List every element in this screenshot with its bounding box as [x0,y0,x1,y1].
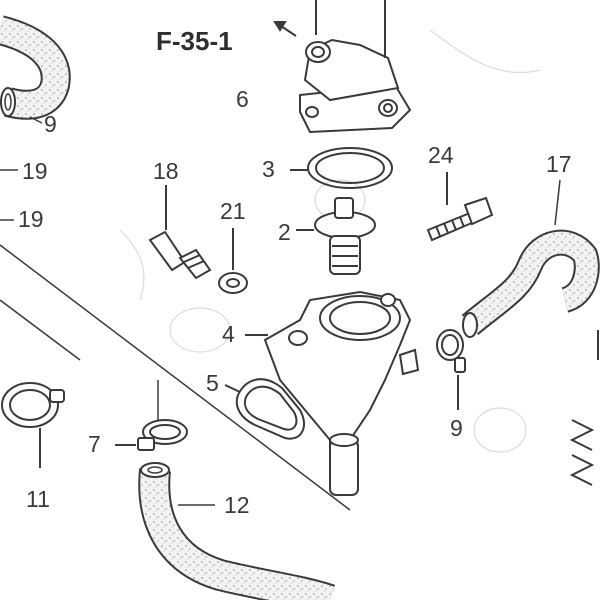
callout-11: 11 [26,486,50,512]
group-lines [0,169,351,511]
callout-21: 21 [220,198,246,224]
thermostat-housing-part-4 [245,290,420,496]
callout-5: 5 [206,370,219,396]
clamp-part-11 [1,382,65,468]
callout-9-right: 9 [450,415,463,441]
callout-7: 7 [88,431,101,457]
callout-17: 17 [546,151,572,177]
callout-4: 4 [222,321,235,347]
callout-2: 2 [278,219,291,245]
callout-24: 24 [428,142,454,168]
thermostat-cover-part-6 [273,0,412,134]
washer-part-21 [218,228,248,294]
right-edge-clips [569,330,599,486]
hose-top-left [0,15,71,124]
thermostat-part-2 [296,197,376,275]
sensor-part-18 [148,185,212,280]
callout-6: 6 [236,86,249,112]
clamp-part-9-right [436,329,466,410]
callout-3: 3 [262,156,275,182]
callout-19-a: 19 [22,158,48,184]
bolt-part-24 [426,172,494,242]
gasket-part-5 [224,378,305,440]
callout-12: 12 [224,492,250,518]
o-ring-part-3 [290,147,393,189]
callout-19-b: 19 [18,206,44,232]
hose-part-12 [138,462,336,600]
callout-9-top: 9 [44,111,57,137]
hose-part-17 [461,179,600,338]
figure-reference: F-35-1 [156,26,233,56]
callout-18: 18 [153,158,179,184]
clamp-part-7 [115,419,188,451]
